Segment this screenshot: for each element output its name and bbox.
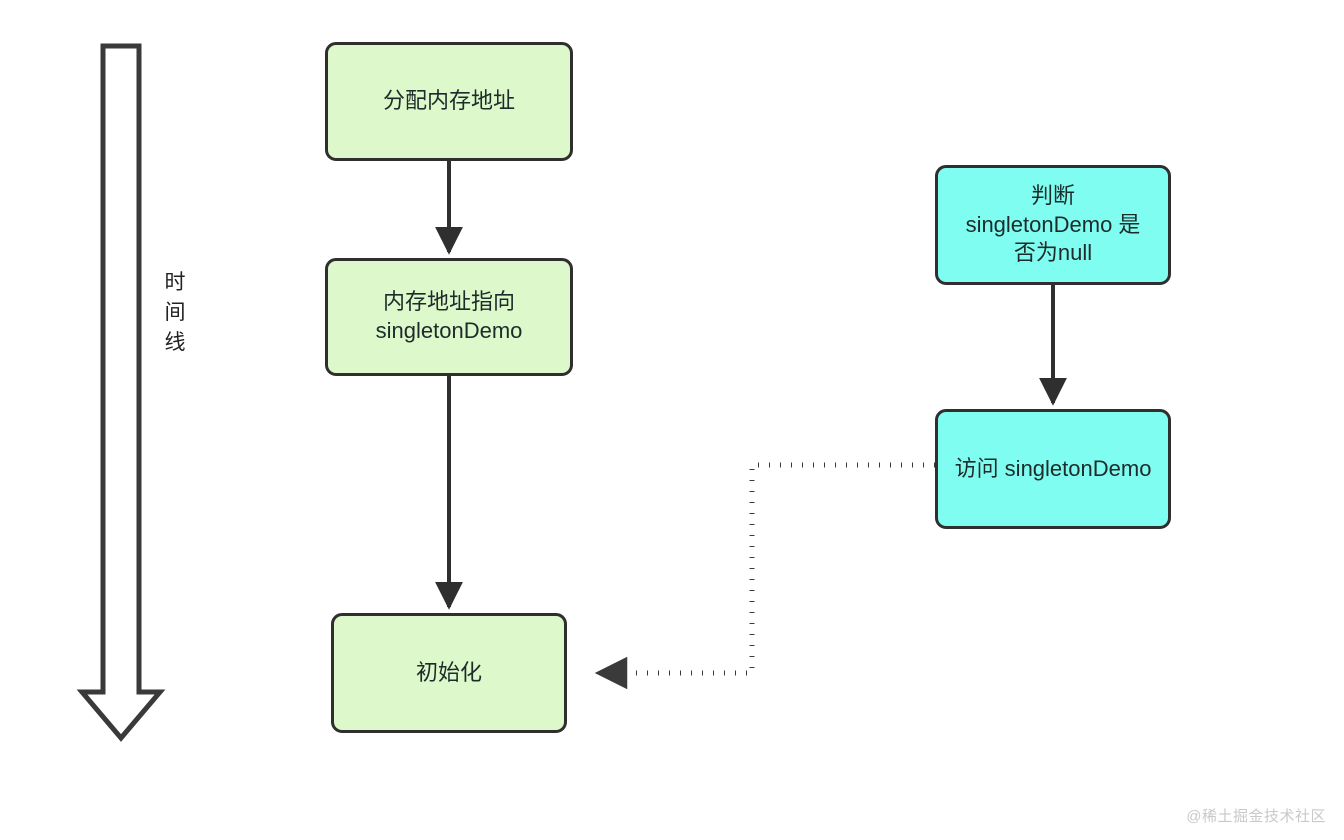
node-alloc-memory-label: 分配内存地址 xyxy=(382,88,515,114)
edge-access-to-init xyxy=(594,462,935,690)
node-check-singleton-null[interactable]: 判断 singletonDemo 是否为null xyxy=(935,165,1171,285)
node-access-singleton-label: 访问 singletonDemo xyxy=(954,455,1152,481)
timeline-arrow xyxy=(76,43,166,742)
node-alloc-memory[interactable]: 分配内存地址 xyxy=(325,42,573,161)
node-memory-points-to-singleton-label: 内存地址指向 singletonDemo xyxy=(375,289,523,343)
node-memory-points-to-singleton[interactable]: 内存地址指向 singletonDemo xyxy=(325,258,573,376)
timeline-label-char-2: 线 xyxy=(164,330,186,354)
node-access-singleton[interactable]: 访问 singletonDemo xyxy=(935,409,1171,529)
timeline-label: 时 间 线 xyxy=(160,268,190,357)
node-initialize-label: 初始化 xyxy=(415,659,482,685)
node-initialize[interactable]: 初始化 xyxy=(331,613,567,733)
timeline-label-char-0: 时 xyxy=(164,271,186,294)
watermark: @稀土掘金技术社区 xyxy=(1186,808,1326,825)
timeline-label-char-1: 间 xyxy=(164,300,186,324)
node-check-singleton-null-label: 判断 singletonDemo 是否为null xyxy=(965,183,1141,266)
